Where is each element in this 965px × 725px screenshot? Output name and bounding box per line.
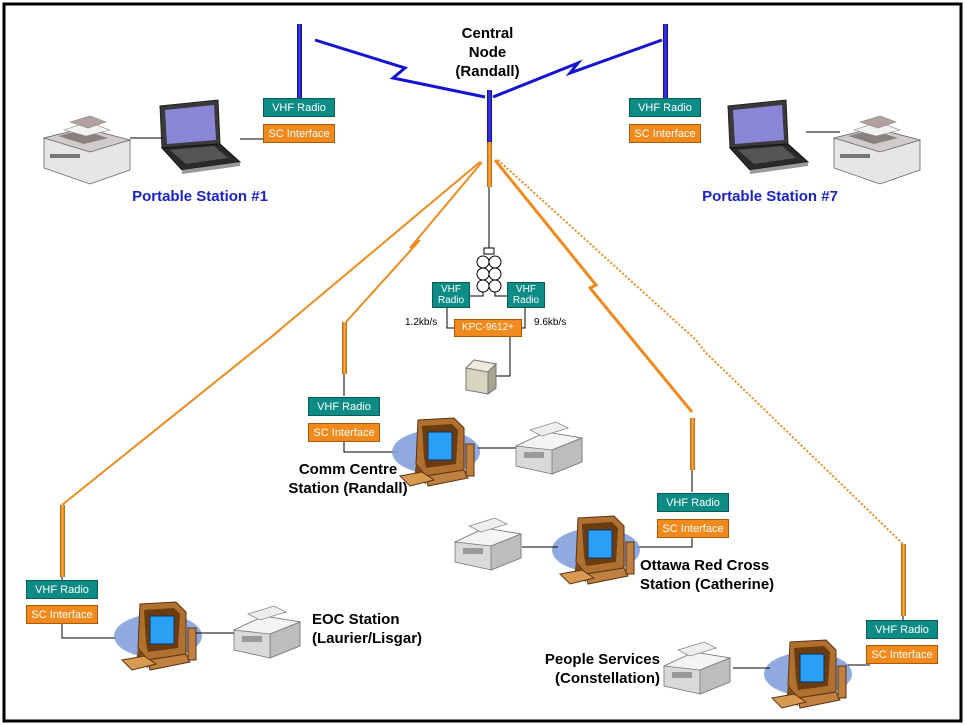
eoc-label-line2: (Laurier/Lisgar) (312, 630, 423, 647)
people-radio: VHF Radio (866, 620, 938, 639)
hub-radio-right: VHF Radio (507, 282, 545, 308)
portable1-label: Portable Station #1 (132, 188, 268, 205)
redcross-interface: SC Interface (657, 519, 729, 538)
redcross-label-line1: Ottawa Red Cross (640, 557, 770, 574)
portable7-interface: SC Interface (629, 124, 701, 143)
portable1-radio: VHF Radio (263, 98, 335, 117)
comm-radio: VHF Radio (308, 397, 380, 416)
redcross-radio: VHF Radio (657, 493, 729, 512)
central-node-line1: Central (461, 25, 514, 42)
comm-label: Comm Centre Station (Randall) (278, 460, 418, 498)
hub-radio-right-line1: VHF (516, 284, 536, 295)
eoc-interface: SC Interface (26, 605, 98, 624)
people-label-line1: People Services (544, 651, 660, 668)
redcross-label-line2: Station (Catherine) (640, 576, 775, 593)
hub-radio-left: VHF Radio (432, 282, 470, 308)
people-label: People Services (Constellation) (526, 650, 660, 688)
portable7-label: Portable Station #7 (702, 188, 838, 205)
hub-tnc: KPC-9612+ (454, 319, 522, 337)
people-label-line2: (Constellation) (555, 670, 660, 687)
comm-label-line1: Comm Centre (298, 461, 398, 478)
central-node-line3: (Randall) (455, 63, 520, 80)
eoc-label-line1: EOC Station (312, 611, 400, 628)
comm-interface: SC Interface (308, 423, 380, 442)
people-interface: SC Interface (866, 645, 938, 664)
comm-label-line2: Station (Randall) (288, 480, 408, 497)
hub-radio-right-line2: Radio (512, 295, 540, 306)
hub-rate-right: 9.6kb/s (534, 317, 567, 328)
portable7-radio: VHF Radio (629, 98, 701, 117)
eoc-label: EOC Station (Laurier/Lisgar) (312, 610, 442, 648)
redcross-label: Ottawa Red Cross Station (Catherine) (640, 556, 800, 594)
hub-radio-left-line1: VHF (441, 284, 461, 295)
hub-rate-left: 1.2kb/s (405, 317, 438, 328)
central-node-line2: Node (468, 44, 507, 61)
hub-radio-left-line2: Radio (437, 295, 465, 306)
portable1-interface: SC Interface (263, 124, 335, 143)
eoc-radio: VHF Radio (26, 580, 98, 599)
central-node-label: Central Node (Randall) (440, 24, 535, 81)
